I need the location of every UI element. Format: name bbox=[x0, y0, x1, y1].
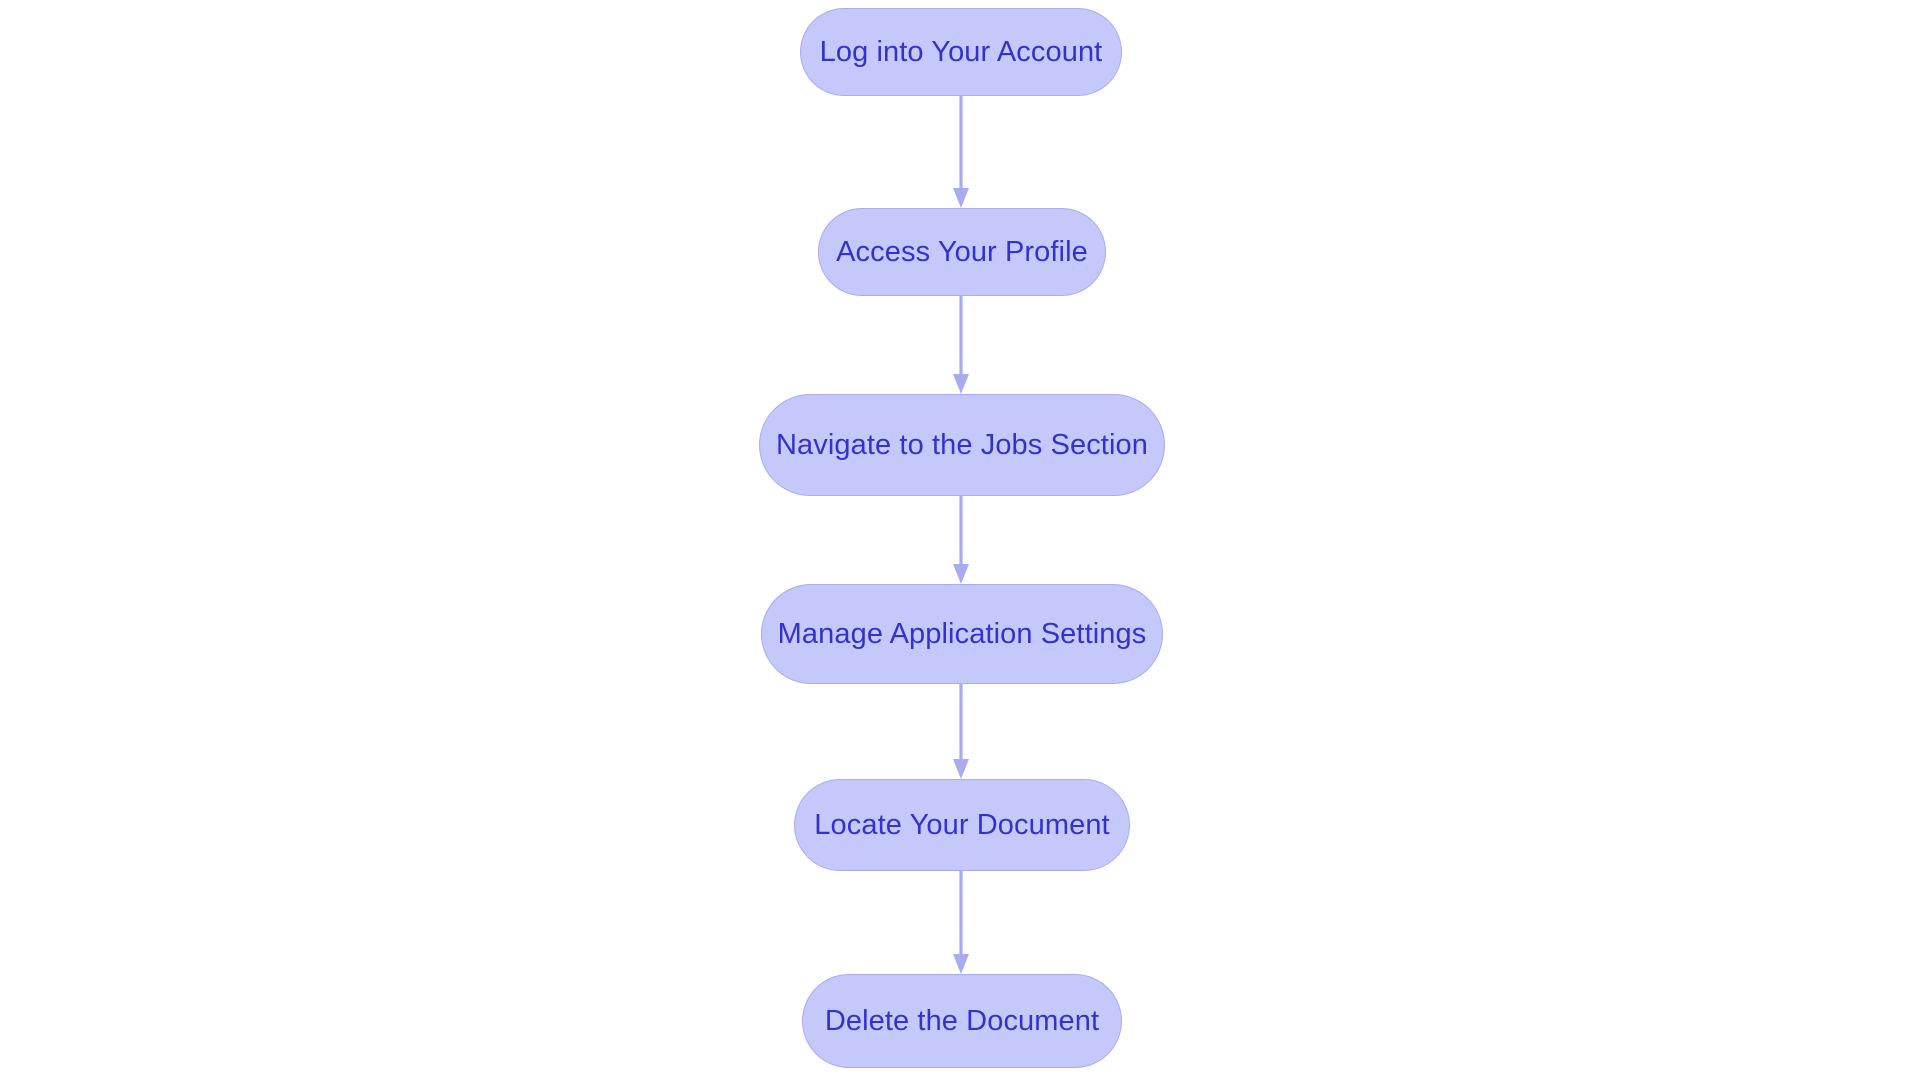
arrowhead-down-icon bbox=[953, 374, 969, 394]
connector-node-3-to-node-4 bbox=[953, 496, 969, 584]
arrowhead-down-icon bbox=[953, 564, 969, 584]
flow-node-label: Navigate to the Jobs Section bbox=[776, 428, 1148, 461]
flow-node-label: Manage Application Settings bbox=[777, 617, 1147, 650]
flow-node-log-into-your-account[interactable]: Log into Your Account bbox=[800, 8, 1122, 96]
arrowhead-down-icon bbox=[953, 759, 969, 779]
arrowhead-down-icon bbox=[953, 188, 969, 208]
flow-node-manage-application-settings[interactable]: Manage Application Settings bbox=[761, 584, 1163, 684]
flow-node-label: Locate Your Document bbox=[814, 808, 1110, 841]
flow-node-navigate-to-the-jobs-section[interactable]: Navigate to the Jobs Section bbox=[759, 394, 1165, 496]
arrowhead-down-icon bbox=[953, 954, 969, 974]
flow-node-locate-your-document[interactable]: Locate Your Document bbox=[794, 779, 1130, 871]
connector-node-2-to-node-3 bbox=[953, 296, 969, 394]
flow-node-label: Delete the Document bbox=[824, 1004, 1100, 1037]
connector-node-1-to-node-2 bbox=[953, 96, 969, 208]
connector-node-5-to-node-6 bbox=[953, 871, 969, 974]
connector-node-4-to-node-5 bbox=[953, 684, 969, 779]
flow-node-label: Access Your Profile bbox=[836, 235, 1088, 268]
flow-node-delete-the-document[interactable]: Delete the Document bbox=[802, 974, 1122, 1068]
flow-node-access-your-profile[interactable]: Access Your Profile bbox=[818, 208, 1106, 296]
flow-node-label: Log into Your Account bbox=[819, 35, 1103, 68]
